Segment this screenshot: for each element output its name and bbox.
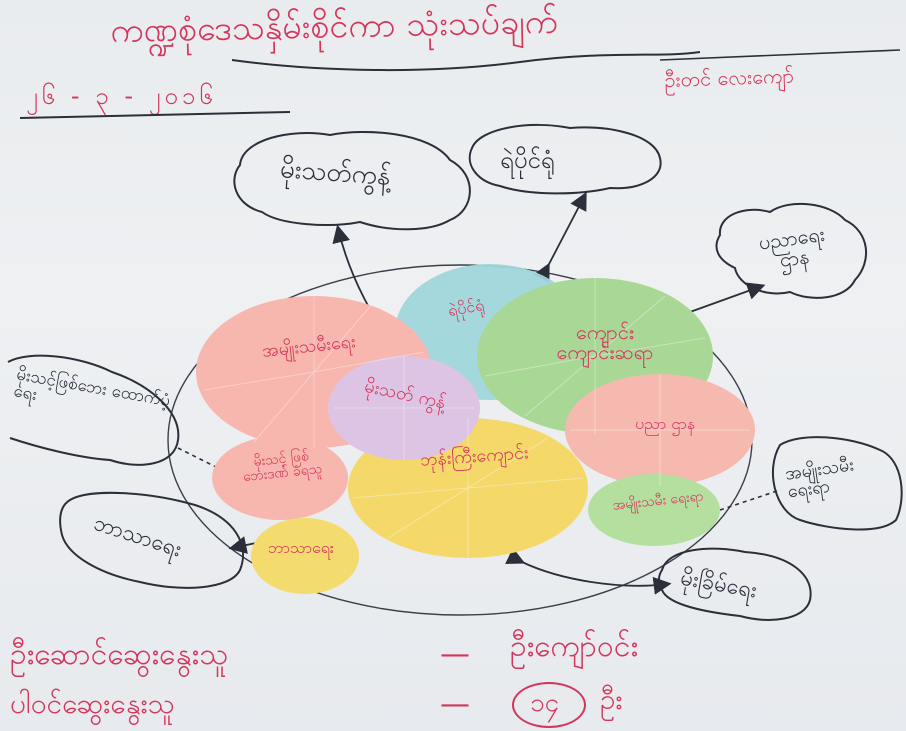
header-date: ၂၆ - ၃ - ၂၀၁၆ [26, 82, 217, 110]
circle-lavender [328, 356, 480, 460]
footer-line1-left: ဦးဆောင်ဆွေးနွေးသူ [10, 637, 229, 672]
footer-line1-dash: — [440, 637, 470, 672]
arrow-water [505, 547, 672, 595]
circle-green-small [588, 474, 720, 546]
dotted-womens [719, 489, 781, 511]
circle-label-yellow-small: ဘာသာရေး [268, 538, 334, 557]
cloud-womens [771, 436, 903, 531]
date-underline [19, 111, 291, 119]
circle-label-green-big: ကျောင်း ကျောင်းဆရာ [556, 320, 654, 364]
footer-line2-left: ပါဝင်ဆွေးနွေးသူ [10, 687, 175, 720]
footer-line1-right: ဦးကျော်ဝင်း [510, 629, 639, 664]
cloud-police [468, 123, 662, 195]
title-underline [231, 51, 701, 72]
arrow-clinic [673, 282, 766, 326]
fold-lines [203, 278, 750, 558]
footer-count-circle [512, 682, 586, 728]
cloud-clinic [715, 202, 868, 299]
subtitle-underline [659, 49, 901, 61]
footer-line2-dash: — [440, 687, 470, 722]
footer-line2-count: ၁၄ [530, 688, 560, 718]
circle-pink-right [565, 374, 755, 486]
cloud-elders [7, 354, 180, 466]
circle-yellow-small [251, 518, 359, 594]
label-police: ရဲပိုင်ရုံ [500, 146, 555, 174]
cloud-road [59, 491, 244, 589]
label-health: မိုးသတ်ကွန့် [279, 154, 392, 192]
footer-line2-unit: ဦး [600, 683, 623, 716]
circle-label-pink-right: ပညာ ဌာန [635, 414, 695, 433]
arrow-police [533, 191, 587, 283]
cloud-health [233, 131, 471, 231]
circle-pink-small [212, 436, 348, 520]
paper-circles [196, 264, 755, 594]
dotted-elders [177, 447, 219, 469]
